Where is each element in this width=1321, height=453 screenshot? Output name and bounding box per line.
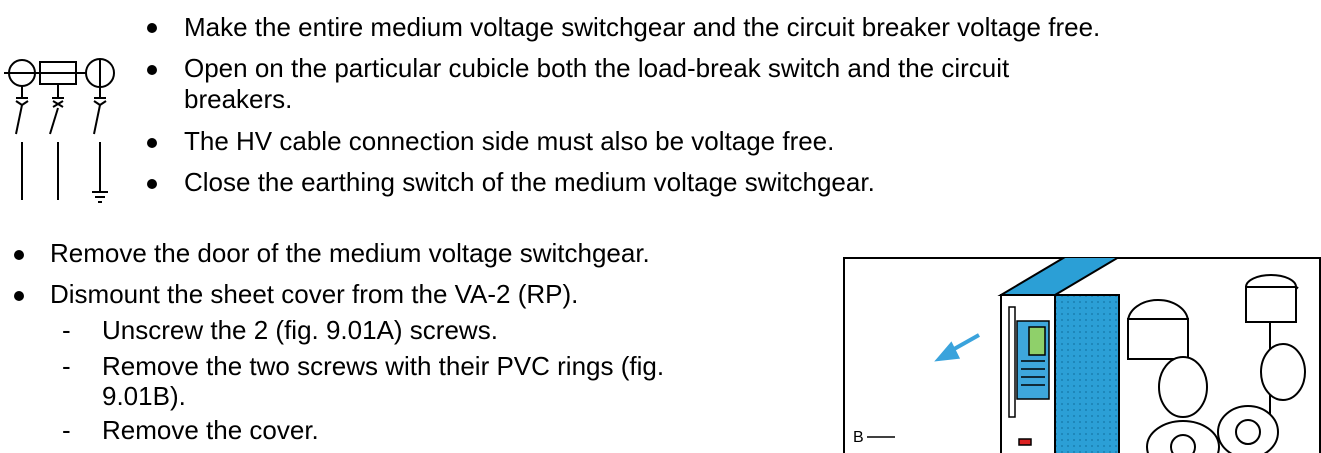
safety-bullet-4: Close the earthing switch of the medium … [184,167,875,197]
bullet [14,291,24,301]
safety-bullet-3: The HV cable connection side must also b… [184,126,835,156]
figure-label-b: B [853,429,864,446]
substep-dash: - [62,315,71,345]
switchgear-illustration: B [843,257,1321,453]
safety-bullet-2: Open on the particular cubicle both the … [184,53,1010,83]
bullet [147,138,157,148]
procedure-substep-1: Unscrew the 2 (fig. 9.01A) screws. [102,315,498,345]
procedure-substep-3: Remove the cover. [102,415,319,445]
bullet [147,23,157,33]
substep-dash: - [62,415,71,445]
safety-bullet-1: Make the entire medium voltage switchgea… [184,12,1101,42]
procedure-step-2: Dismount the sheet cover from the VA-2 (… [50,279,579,309]
procedure-substep-2: Remove the two screws with their PVC rin… [102,351,665,381]
substep-dash: - [62,351,71,381]
procedure-step-1: Remove the door of the medium voltage sw… [50,238,650,268]
bullet [14,250,24,260]
bullet [147,65,157,75]
bullet [147,179,157,189]
safety-bullet-2-continued: breakers. [184,84,293,114]
procedure-substep-2-continued: 9.01B). [102,381,186,411]
switching-symbols-icon [4,58,115,203]
